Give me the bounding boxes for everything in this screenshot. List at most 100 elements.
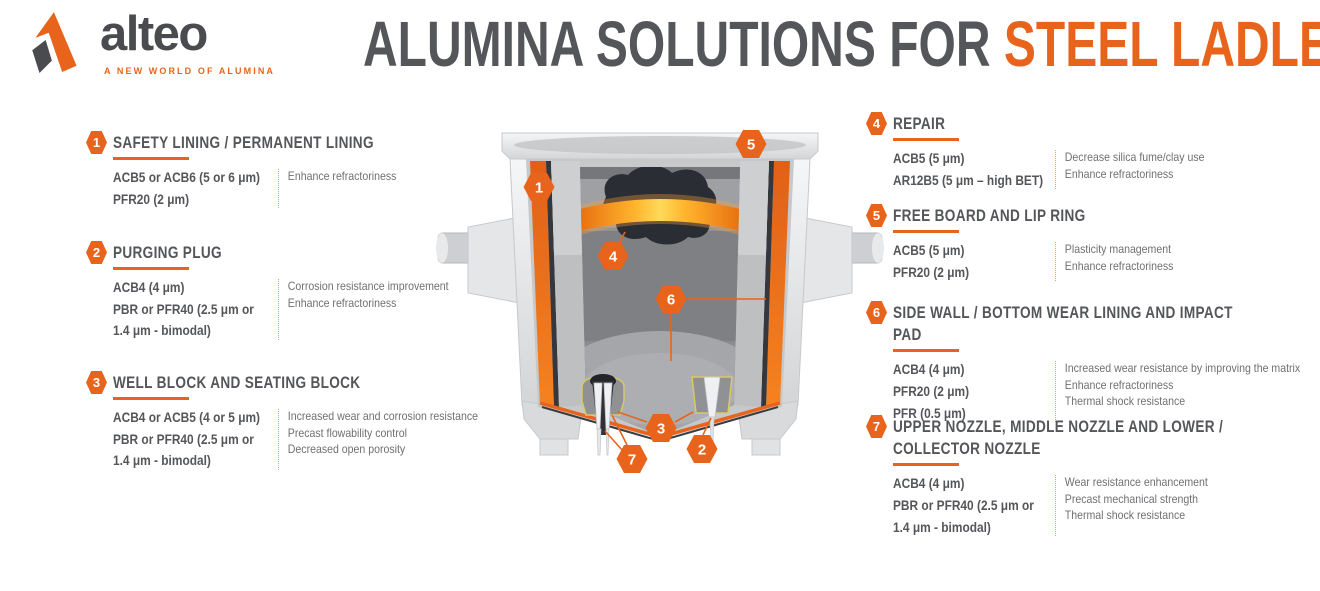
- title-highlight: STEEL LADLE: [1003, 8, 1320, 80]
- callout-title-underline: [113, 267, 189, 271]
- product-line: ACB5 (5 μm): [893, 150, 965, 167]
- benefit-line: Increased wear resistance by improving t…: [1064, 361, 1301, 376]
- alteo-logo-icon: [32, 12, 77, 73]
- benefit-line: Precast mechanical strength: [1064, 491, 1199, 506]
- benefit-line: Plasticity management: [1064, 242, 1172, 257]
- callout-title-underline: [893, 138, 959, 142]
- benefit-line: Thermal shock resistance: [1064, 394, 1186, 409]
- callout-title: SIDE WALL / BOTTOM WEAR LINING AND IMPAC…: [893, 303, 1233, 345]
- callout-number: 2: [92, 245, 101, 260]
- trunnion-block-right: [799, 216, 853, 304]
- svg-text:2: 2: [698, 442, 706, 459]
- product-line: PBR or PFR40 (2.5 μm or 1.4 μm - bimodal…: [113, 300, 254, 339]
- benefits-list: Enhance refractoriness: [279, 167, 397, 210]
- diagram-badge-2: 2: [686, 435, 718, 463]
- callout-section-2: 2 PURGING PLUG ACB4 (4 μm) PBR or PFR40 (…: [86, 240, 472, 342]
- title-prefix: ALUMINA SOLUTIONS FOR: [363, 8, 1004, 80]
- leader-line-3a: [617, 411, 648, 423]
- callout-number: 5: [872, 208, 881, 223]
- callout-section-6: 6 SIDE WALL / BOTTOM WEAR LINING AND IMP…: [866, 300, 1320, 424]
- callout-section-4: 4 REPAIR ACB5 (5 μm)AR12B5 (5 μm – high …: [866, 111, 1225, 191]
- callout-number: 3: [92, 375, 101, 390]
- benefit-line: Increased wear and corrosion resistance: [287, 409, 478, 424]
- diagram-badge-7: 7: [616, 445, 648, 473]
- benefits-divider: [278, 409, 279, 471]
- callout-number: 1: [92, 135, 101, 150]
- callout-title: PURGING PLUG: [113, 243, 222, 262]
- product-line: ACB4 (4 μm): [113, 279, 185, 296]
- callout-title-underline: [893, 349, 959, 353]
- callout-title: WELL BLOCK AND SEATING BLOCK: [113, 373, 361, 392]
- products-list: ACB4 (4 μm)PBR or PFR40 (2.5 μm or 1.4 μ…: [893, 473, 1034, 538]
- benefits-list: Increased wear resistance by improving t…: [1056, 359, 1300, 424]
- svg-text:3: 3: [657, 421, 665, 438]
- callout-title-underline: [893, 230, 959, 234]
- callout-section-3: 3 WELL BLOCK AND SEATING BLOCK ACB4 or A…: [86, 370, 505, 472]
- ladle-cutaway: [526, 159, 794, 443]
- ladle-diagram: 1 5 4 6 3 2 7: [436, 130, 884, 473]
- svg-text:5: 5: [747, 137, 755, 154]
- logo-chevron-orange: [35, 12, 77, 72]
- product-line: PFR20 (2 μm): [113, 190, 190, 207]
- products-list: ACB5 (5 μm)AR12B5 (5 μm – high BET): [893, 148, 1043, 191]
- callout-number: 7: [872, 419, 881, 434]
- benefit-line: Decreased open porosity: [287, 442, 406, 457]
- callout-number-badge: 5: [866, 204, 887, 227]
- callout-number: 6: [872, 305, 881, 320]
- svg-text:1: 1: [535, 180, 543, 197]
- product-line: PFR20 (2 μm): [893, 263, 970, 280]
- callout-number: 4: [872, 116, 881, 131]
- leader-line-7b: [611, 414, 629, 448]
- leader-line-3b: [674, 411, 694, 423]
- callout-title: REPAIR: [893, 114, 946, 133]
- benefits-divider: [1055, 150, 1056, 190]
- benefits-divider: [1055, 242, 1056, 282]
- callout-title: UPPER NOZZLE, MIDDLE NOZZLE AND LOWER / …: [893, 417, 1224, 459]
- product-line: PBR or PFR40 (2.5 μm or 1.4 μm - bimodal…: [893, 496, 1034, 535]
- benefit-line: Thermal shock resistance: [1064, 508, 1186, 523]
- callout-section-5: 5 FREE BOARD AND LIP RING ACB5 (5 μm)PFR…: [866, 203, 1189, 283]
- leader-line-2: [702, 417, 712, 436]
- benefit-line: Decrease silica fume/clay use: [1064, 150, 1205, 165]
- benefit-line: Corrosion resistance improvement: [287, 279, 449, 294]
- trunnion-pin-right: [845, 232, 884, 264]
- callout-number-badge: 6: [866, 301, 887, 324]
- benefits-divider: [1055, 361, 1056, 423]
- svg-text:7: 7: [628, 452, 636, 469]
- svg-text:6: 6: [667, 292, 675, 309]
- callout-number-badge: 2: [86, 241, 107, 264]
- products-list: ACB5 (5 μm)PFR20 (2 μm): [893, 240, 1031, 283]
- callout-title: SAFETY LINING / PERMANENT LINING: [113, 133, 374, 152]
- purging-plug: [691, 376, 733, 446]
- benefit-line: Precast flowability control: [287, 425, 407, 440]
- benefit-line: Enhance refractoriness: [1064, 258, 1174, 273]
- diagram-badge-5: 5: [735, 130, 767, 158]
- benefit-line: Enhance refractoriness: [1064, 166, 1174, 181]
- diagram-badge-1: 1: [523, 173, 555, 201]
- benefit-line: Enhance refractoriness: [1064, 377, 1174, 392]
- svg-text:4: 4: [609, 249, 618, 266]
- trunnion-pin-left: [436, 232, 475, 264]
- benefits-divider: [278, 169, 279, 209]
- product-line: PBR or PFR40 (2.5 μm or 1.4 μm - bimodal…: [113, 430, 254, 469]
- logo-tagline: A NEW WORLD OF ALUMINA: [104, 66, 276, 76]
- benefits-divider: [1055, 475, 1056, 537]
- callout-title: FREE BOARD AND LIP RING: [893, 206, 1086, 225]
- callout-section-7: 7 UPPER NOZZLE, MIDDLE NOZZLE AND LOWER …: [866, 414, 1306, 538]
- benefits-divider: [278, 279, 279, 341]
- products-list: ACB4 or ACB5 (4 or 5 μm)PBR or PFR40 (2.…: [113, 407, 260, 472]
- diagram-badge-4: 4: [597, 242, 629, 270]
- alteo-logo-text: alteo: [100, 7, 208, 61]
- logo-chevron-gray: [32, 39, 52, 73]
- product-line: ACB5 or ACB6 (5 or 6 μm): [113, 169, 261, 186]
- callout-number-badge: 4: [866, 112, 887, 135]
- product-line: PFR (0.5 μm): [893, 404, 966, 421]
- trunnion-block-left: [467, 216, 521, 304]
- product-line: PFR20 (2 μm): [893, 382, 970, 399]
- products-list: ACB5 or ACB6 (5 or 6 μm) PFR20 (2 μm): [113, 167, 261, 210]
- well-block-and-nozzles: [581, 374, 625, 456]
